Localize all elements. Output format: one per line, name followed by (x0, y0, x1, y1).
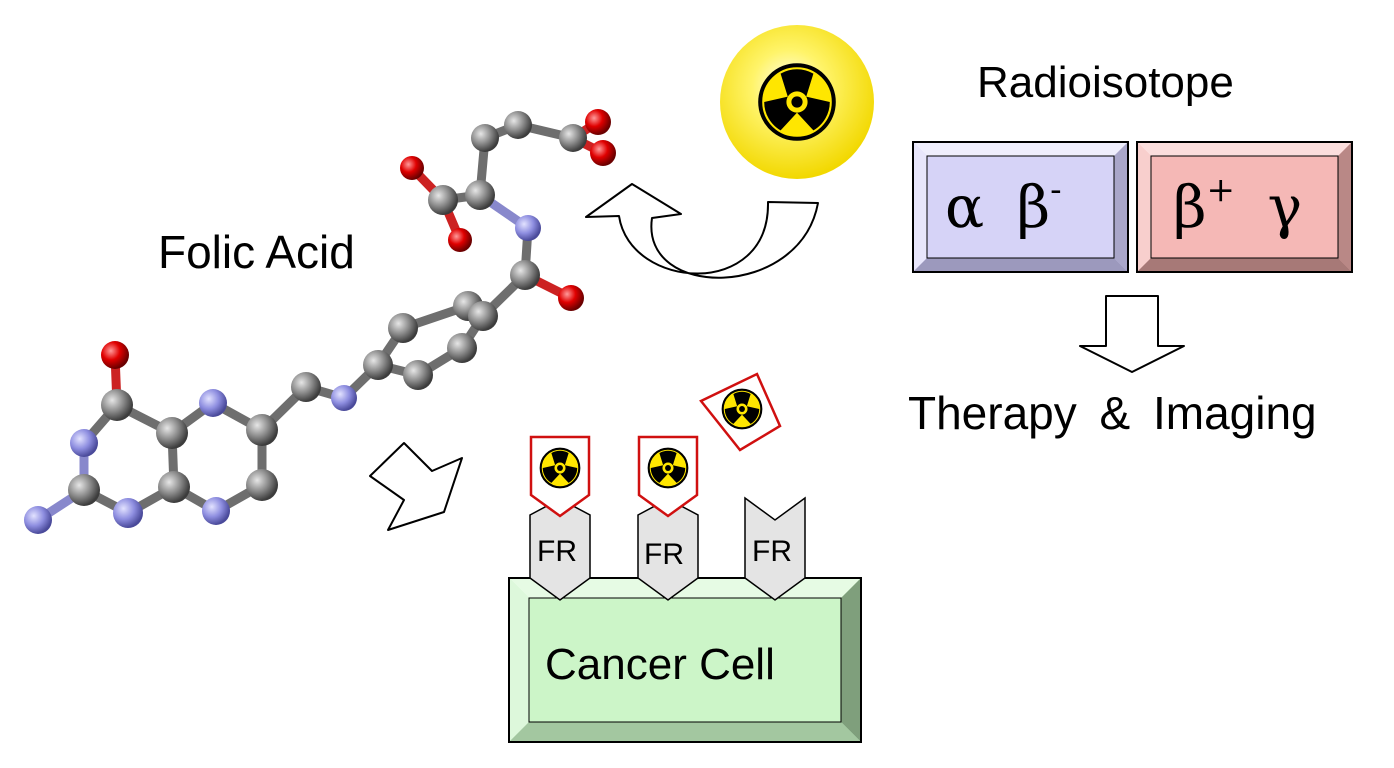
radiation-icon (647, 447, 689, 489)
curved-arrow-icon (585, 183, 819, 279)
bound-conjugate (529, 435, 591, 518)
radiation-icon (721, 388, 763, 430)
folic-acid-molecule (24, 109, 616, 534)
bound-conjugate (637, 435, 699, 518)
receptor-label: FR (752, 535, 792, 568)
beta-plus-gamma-label: β+ γ (1173, 170, 1303, 241)
radioisotope-sphere (720, 25, 874, 179)
folate-receptor (744, 496, 806, 601)
arrow-icon (1079, 295, 1185, 373)
cancer-cell (508, 577, 862, 743)
radioisotope-box-beta-gamma (1136, 141, 1353, 273)
therapy-imaging-label: Therapy & Imaging (908, 387, 1317, 439)
arrow-icon (369, 442, 463, 531)
folic-acid-label: Folic Acid (158, 226, 355, 278)
radioisotope-label: Radioisotope (977, 58, 1234, 107)
cancer-cell-label: Cancer Cell (545, 640, 775, 689)
radioisotope-box-alpha-beta (912, 141, 1129, 273)
receptor-label: FR (644, 538, 684, 571)
radiation-icon (758, 63, 836, 141)
alpha-beta-minus-label: α β- (945, 170, 1062, 241)
free-conjugate (699, 372, 782, 452)
receptor-label: FR (537, 535, 577, 568)
radiation-icon (539, 447, 581, 489)
